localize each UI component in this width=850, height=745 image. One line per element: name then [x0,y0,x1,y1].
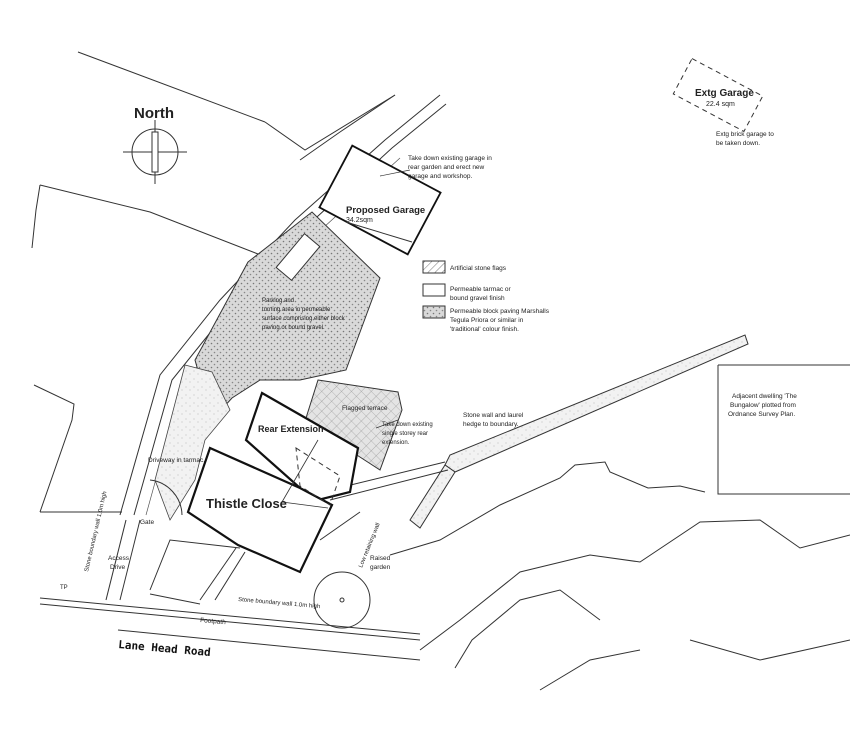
front-garden [149,511,361,605]
garage-note-3: garage and workshop. [408,173,473,180]
access-label-2: Drive [110,564,126,571]
rear-extension-label: Rear Extension [258,424,324,434]
house [186,391,360,574]
legend-swatch-hatch [422,260,446,274]
existing-garage-title: Extg Garage [695,88,754,99]
adjacent-note-1: Adjacent dwelling 'The [732,393,797,400]
legend-label-2a: Permeable tarmac or [450,286,512,293]
raised-garden-2: garden [370,564,391,571]
demolish-note-2: single storey rear [382,431,428,437]
legend-swatch-stipple [422,305,446,319]
legend-label-1: Artificial stone flags [450,265,507,272]
driveway-area [154,364,231,521]
road-name: Lane Head Road [118,638,211,659]
north-arrow [123,120,187,184]
demolish-note-1: Take down existing [382,422,433,428]
garage-note-2: rear garden and erect new [408,164,485,171]
legend-swatch-plain [422,283,446,297]
boundary-front-label: Stone boundary wall 1.0m high [238,597,321,610]
legend-label-3b: Tegula Priora or similar in [450,317,524,324]
raised-garden-circle [313,571,371,629]
existing-garage-note-2: be taken down. [716,140,760,147]
parking-note-2: turning area in permeable [262,307,331,313]
existing-garage-outline [672,57,764,133]
footpath-label: Footpath [200,617,227,626]
parking-note-1: Parking and [262,298,294,304]
existing-garage-area: 22.4 sqm [706,101,735,108]
parking-note-3: surface comprising either block [262,316,346,322]
gate-label: Gate [140,519,154,526]
access-label-1: Access [108,555,130,562]
wall-note-1: Stone wall and laurel [463,412,524,419]
adjacent-note-3: Ordnance Survey Plan. [728,411,795,418]
tp-label: TP [60,585,68,591]
legend-label-3a: Permeable block paving Marshalls [450,308,550,315]
wall-note-2: hedge to boundary. [463,421,519,428]
proposed-garage-title: Proposed Garage [346,205,425,216]
garage-note-1: Take down existing garage in [408,155,492,162]
gate-arc [149,479,183,516]
raised-garden-1: Raised [370,555,391,562]
driveway-label: Driveway in tarmac. [148,457,205,464]
demolish-note-3: extension. [382,440,410,446]
flagged-terrace-label: Flagged terrace [342,405,388,412]
boundary-left-label: Stone boundary wall 1.0m high [84,491,108,573]
house-name: Thistle Close [206,496,287,511]
proposed-garage [275,144,442,281]
adjacent-note-2: Bungalow' plotted from [730,402,796,409]
north-label: North [134,105,174,122]
existing-garage-note-1: Extg brick garage to [716,131,774,138]
legend-label-3c: 'traditional' colour finish. [450,326,519,333]
proposed-garage-area: 34.2sqm [346,217,373,224]
context-lines [31,51,850,691]
legend-label-2b: bound gravel finish [450,295,505,302]
parking-note-4: paving or bound gravel. [262,325,325,331]
